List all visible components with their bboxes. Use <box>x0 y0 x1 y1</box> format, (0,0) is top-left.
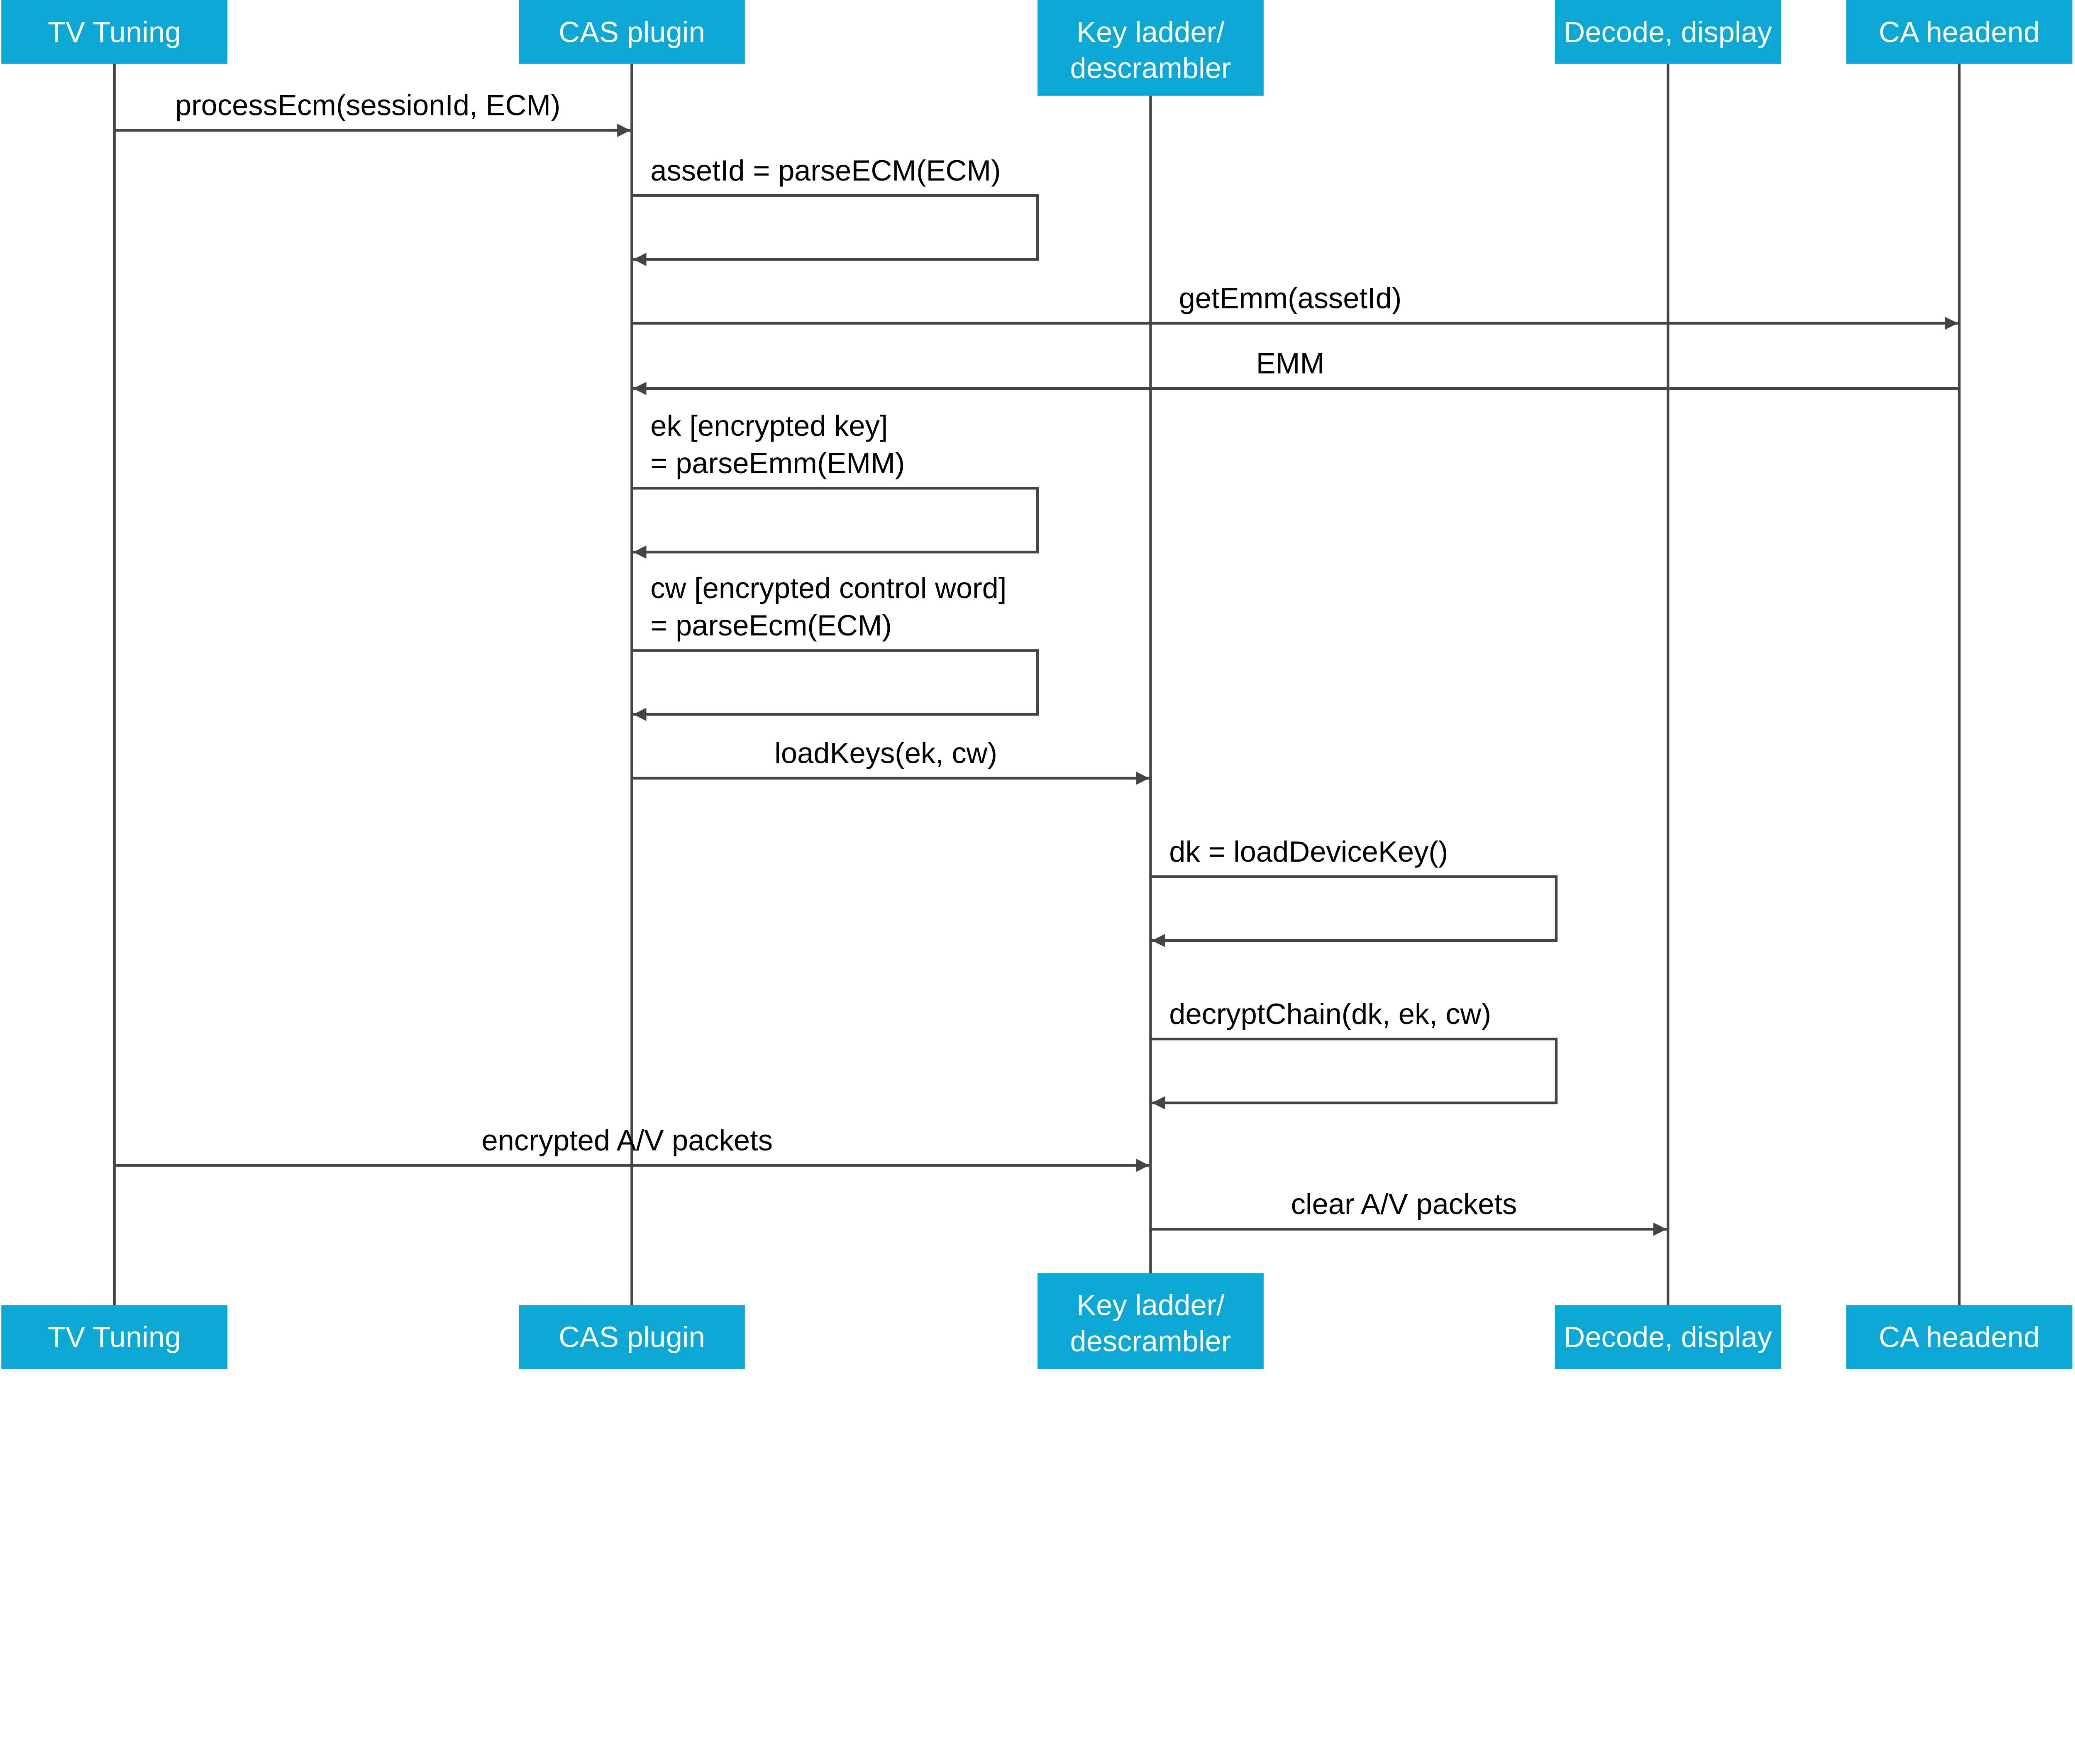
self-message-arrow <box>632 194 1039 266</box>
participant-box <box>1038 1273 1264 1369</box>
participant-label: CAS plugin <box>559 15 705 48</box>
message: encrypted A/V packets <box>114 1124 1150 1172</box>
participant-label: Decode, display <box>1564 15 1772 48</box>
participant-label: CA headend <box>1879 15 2040 48</box>
participant-label: Key ladder/ <box>1077 15 1225 48</box>
self-message-arrow <box>1150 875 1558 948</box>
participant-label: CA headend <box>1879 1321 2040 1354</box>
participant-label: CAS plugin <box>559 1321 705 1354</box>
message-label: cw [encrypted control word] <box>650 572 1006 604</box>
message-label: decryptChain(dk, ek, cw) <box>1169 997 1491 1030</box>
message-label: clear A/V packets <box>1291 1187 1517 1220</box>
message-label: getEmm(assetId) <box>1179 281 1402 314</box>
participant-bottom: TV Tuning <box>1 1305 228 1369</box>
message: decryptChain(dk, ek, cw) <box>1150 997 1558 1110</box>
message: ek [encrypted key] = parseEmm(EMM) <box>632 409 1039 559</box>
participant-label: descrambler <box>1070 1324 1231 1357</box>
self-message-arrow <box>632 649 1039 721</box>
participant-top: Decode, display <box>1555 0 1781 64</box>
participant-bottom: CA headend <box>1846 1305 2073 1369</box>
participant-box <box>519 1305 745 1369</box>
message-label: processEcm(sessionId, ECM) <box>175 89 560 122</box>
participant-box <box>519 0 745 64</box>
participant-box <box>1846 0 2073 64</box>
participant-box <box>1846 1305 2073 1369</box>
message-label: encrypted A/V packets <box>481 1124 773 1156</box>
participant-box <box>1 0 228 64</box>
participant-label: TV Tuning <box>48 15 181 48</box>
sequence-diagram: processEcm(sessionId, ECM) assetId = pars… <box>1 0 2073 1369</box>
participant-label: descrambler <box>1070 51 1231 84</box>
message: clear A/V packets <box>1150 1187 1667 1236</box>
message-label: ek [encrypted key] <box>650 409 888 442</box>
participant-bottom: Decode, display <box>1555 1305 1781 1369</box>
message: cw [encrypted control word] = parseEcm(EC… <box>632 572 1039 721</box>
message-label: assetId = parseECM(ECM) <box>650 154 1001 187</box>
participant-box <box>1555 1305 1781 1369</box>
participant-top: CA headend <box>1846 0 2073 64</box>
self-message-arrow <box>632 487 1039 559</box>
participant-label: Key ladder/ <box>1077 1289 1225 1322</box>
message-label: dk = loadDeviceKey() <box>1169 835 1448 868</box>
participant-box <box>1 1305 228 1369</box>
participant-label: TV Tuning <box>48 1321 181 1354</box>
participant-box <box>1555 0 1781 64</box>
message-label: = parseEcm(ECM) <box>650 609 892 642</box>
message: getEmm(assetId) <box>632 281 1958 330</box>
participant-bottom: Key ladder/descrambler <box>1038 1273 1264 1369</box>
message: loadKeys(ek, cw) <box>632 737 1150 785</box>
participant-label: Decode, display <box>1564 1321 1772 1354</box>
message-label: EMM <box>1256 347 1324 379</box>
message: EMM <box>633 347 1960 395</box>
self-message-arrow <box>1150 1037 1558 1110</box>
message-label: = parseEmm(EMM) <box>650 447 905 479</box>
participant-top: CAS plugin <box>519 0 745 64</box>
message-label: loadKeys(ek, cw) <box>774 737 997 770</box>
message: processEcm(sessionId, ECM) <box>114 89 631 137</box>
message: dk = loadDeviceKey() <box>1150 835 1558 948</box>
message: assetId = parseECM(ECM) <box>632 154 1039 266</box>
participant-top: TV Tuning <box>1 0 228 64</box>
participant-box <box>1038 0 1264 96</box>
participant-top: Key ladder/descrambler <box>1038 0 1264 96</box>
participant-bottom: CAS plugin <box>519 1305 745 1369</box>
